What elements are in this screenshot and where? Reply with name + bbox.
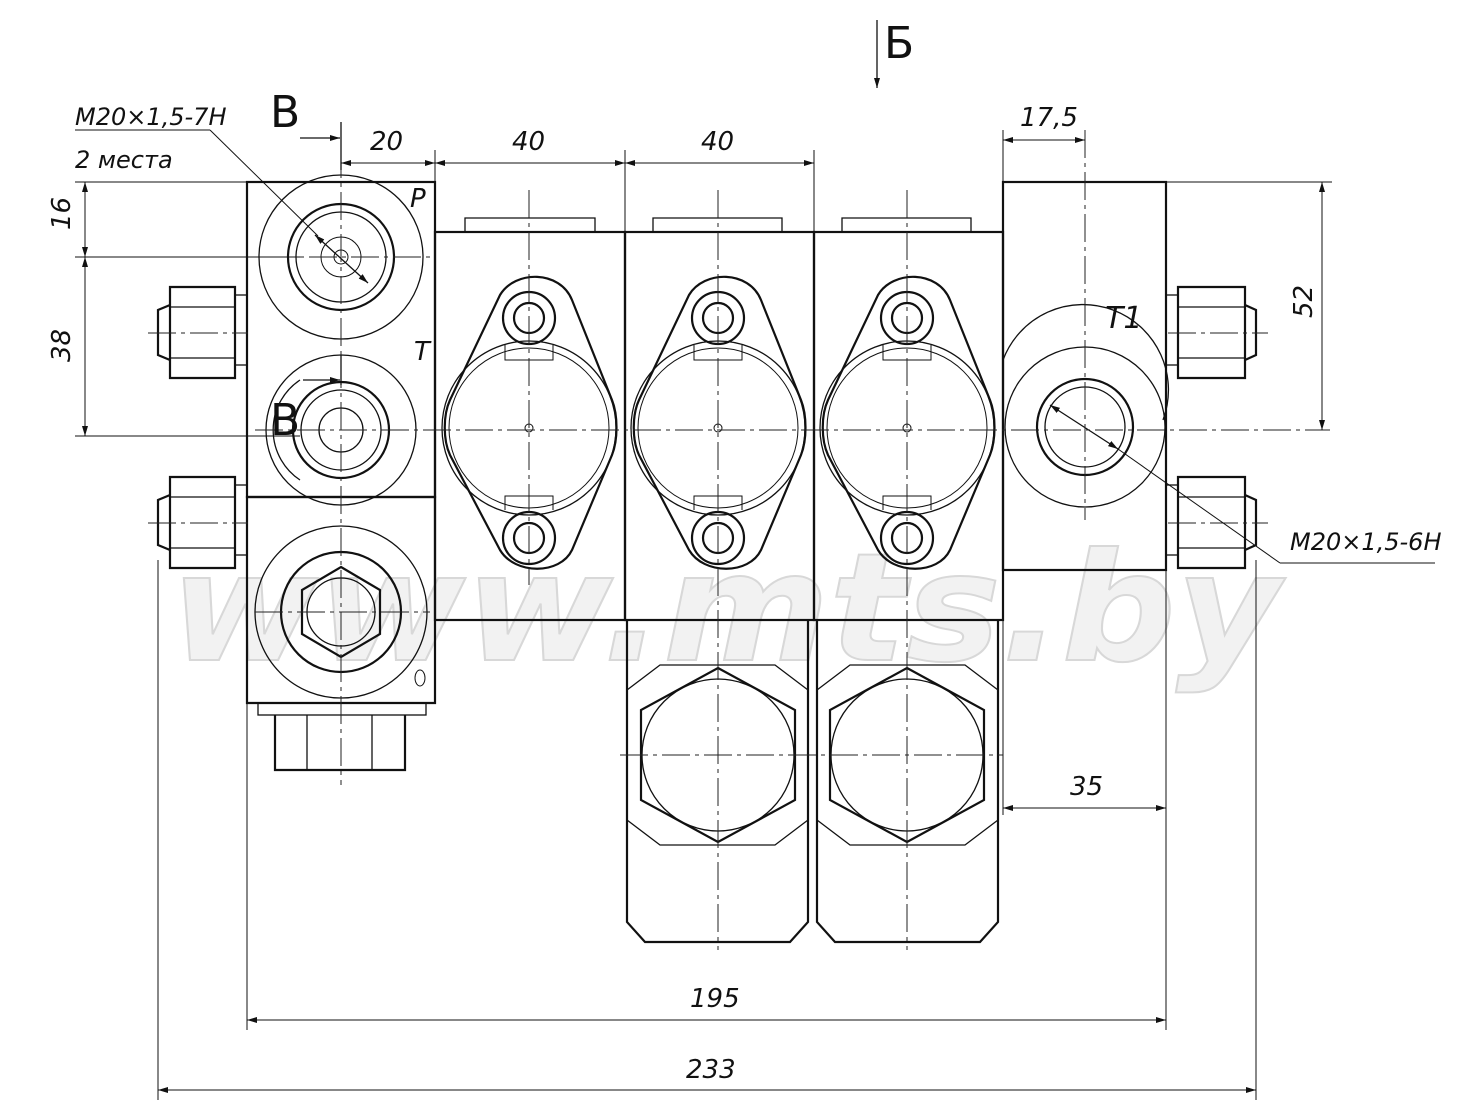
thread-label-left: M20×1,5-7H xyxy=(75,103,227,131)
dim-16: 16 xyxy=(47,197,77,230)
outlet-section xyxy=(1001,180,1170,572)
dim-195: 195 xyxy=(690,984,740,1014)
port-p-label: P xyxy=(410,184,426,214)
section-v-bottom-label: В xyxy=(270,395,300,446)
dim-40b: 40 xyxy=(701,127,734,157)
thread-label-right: M20×1,5-6H xyxy=(1290,528,1442,556)
center-lines xyxy=(148,130,1330,950)
port-t-label: T xyxy=(414,337,432,367)
dimension-lines xyxy=(75,20,1435,1100)
section-v-top-label: В xyxy=(270,87,300,138)
dim-38: 38 xyxy=(47,329,77,362)
port-t1-label: T1 xyxy=(1105,301,1142,336)
dim-20: 20 xyxy=(370,127,403,157)
spool-cap-1 xyxy=(441,275,618,570)
dim-52: 52 xyxy=(1289,285,1319,318)
dim-17-5: 17,5 xyxy=(1020,103,1078,133)
dim-233: 233 xyxy=(686,1055,736,1085)
dim-40a: 40 xyxy=(512,127,545,157)
view-b-label: Б xyxy=(884,18,914,69)
places-label: 2 места xyxy=(75,146,173,174)
dim-35: 35 xyxy=(1070,772,1103,802)
